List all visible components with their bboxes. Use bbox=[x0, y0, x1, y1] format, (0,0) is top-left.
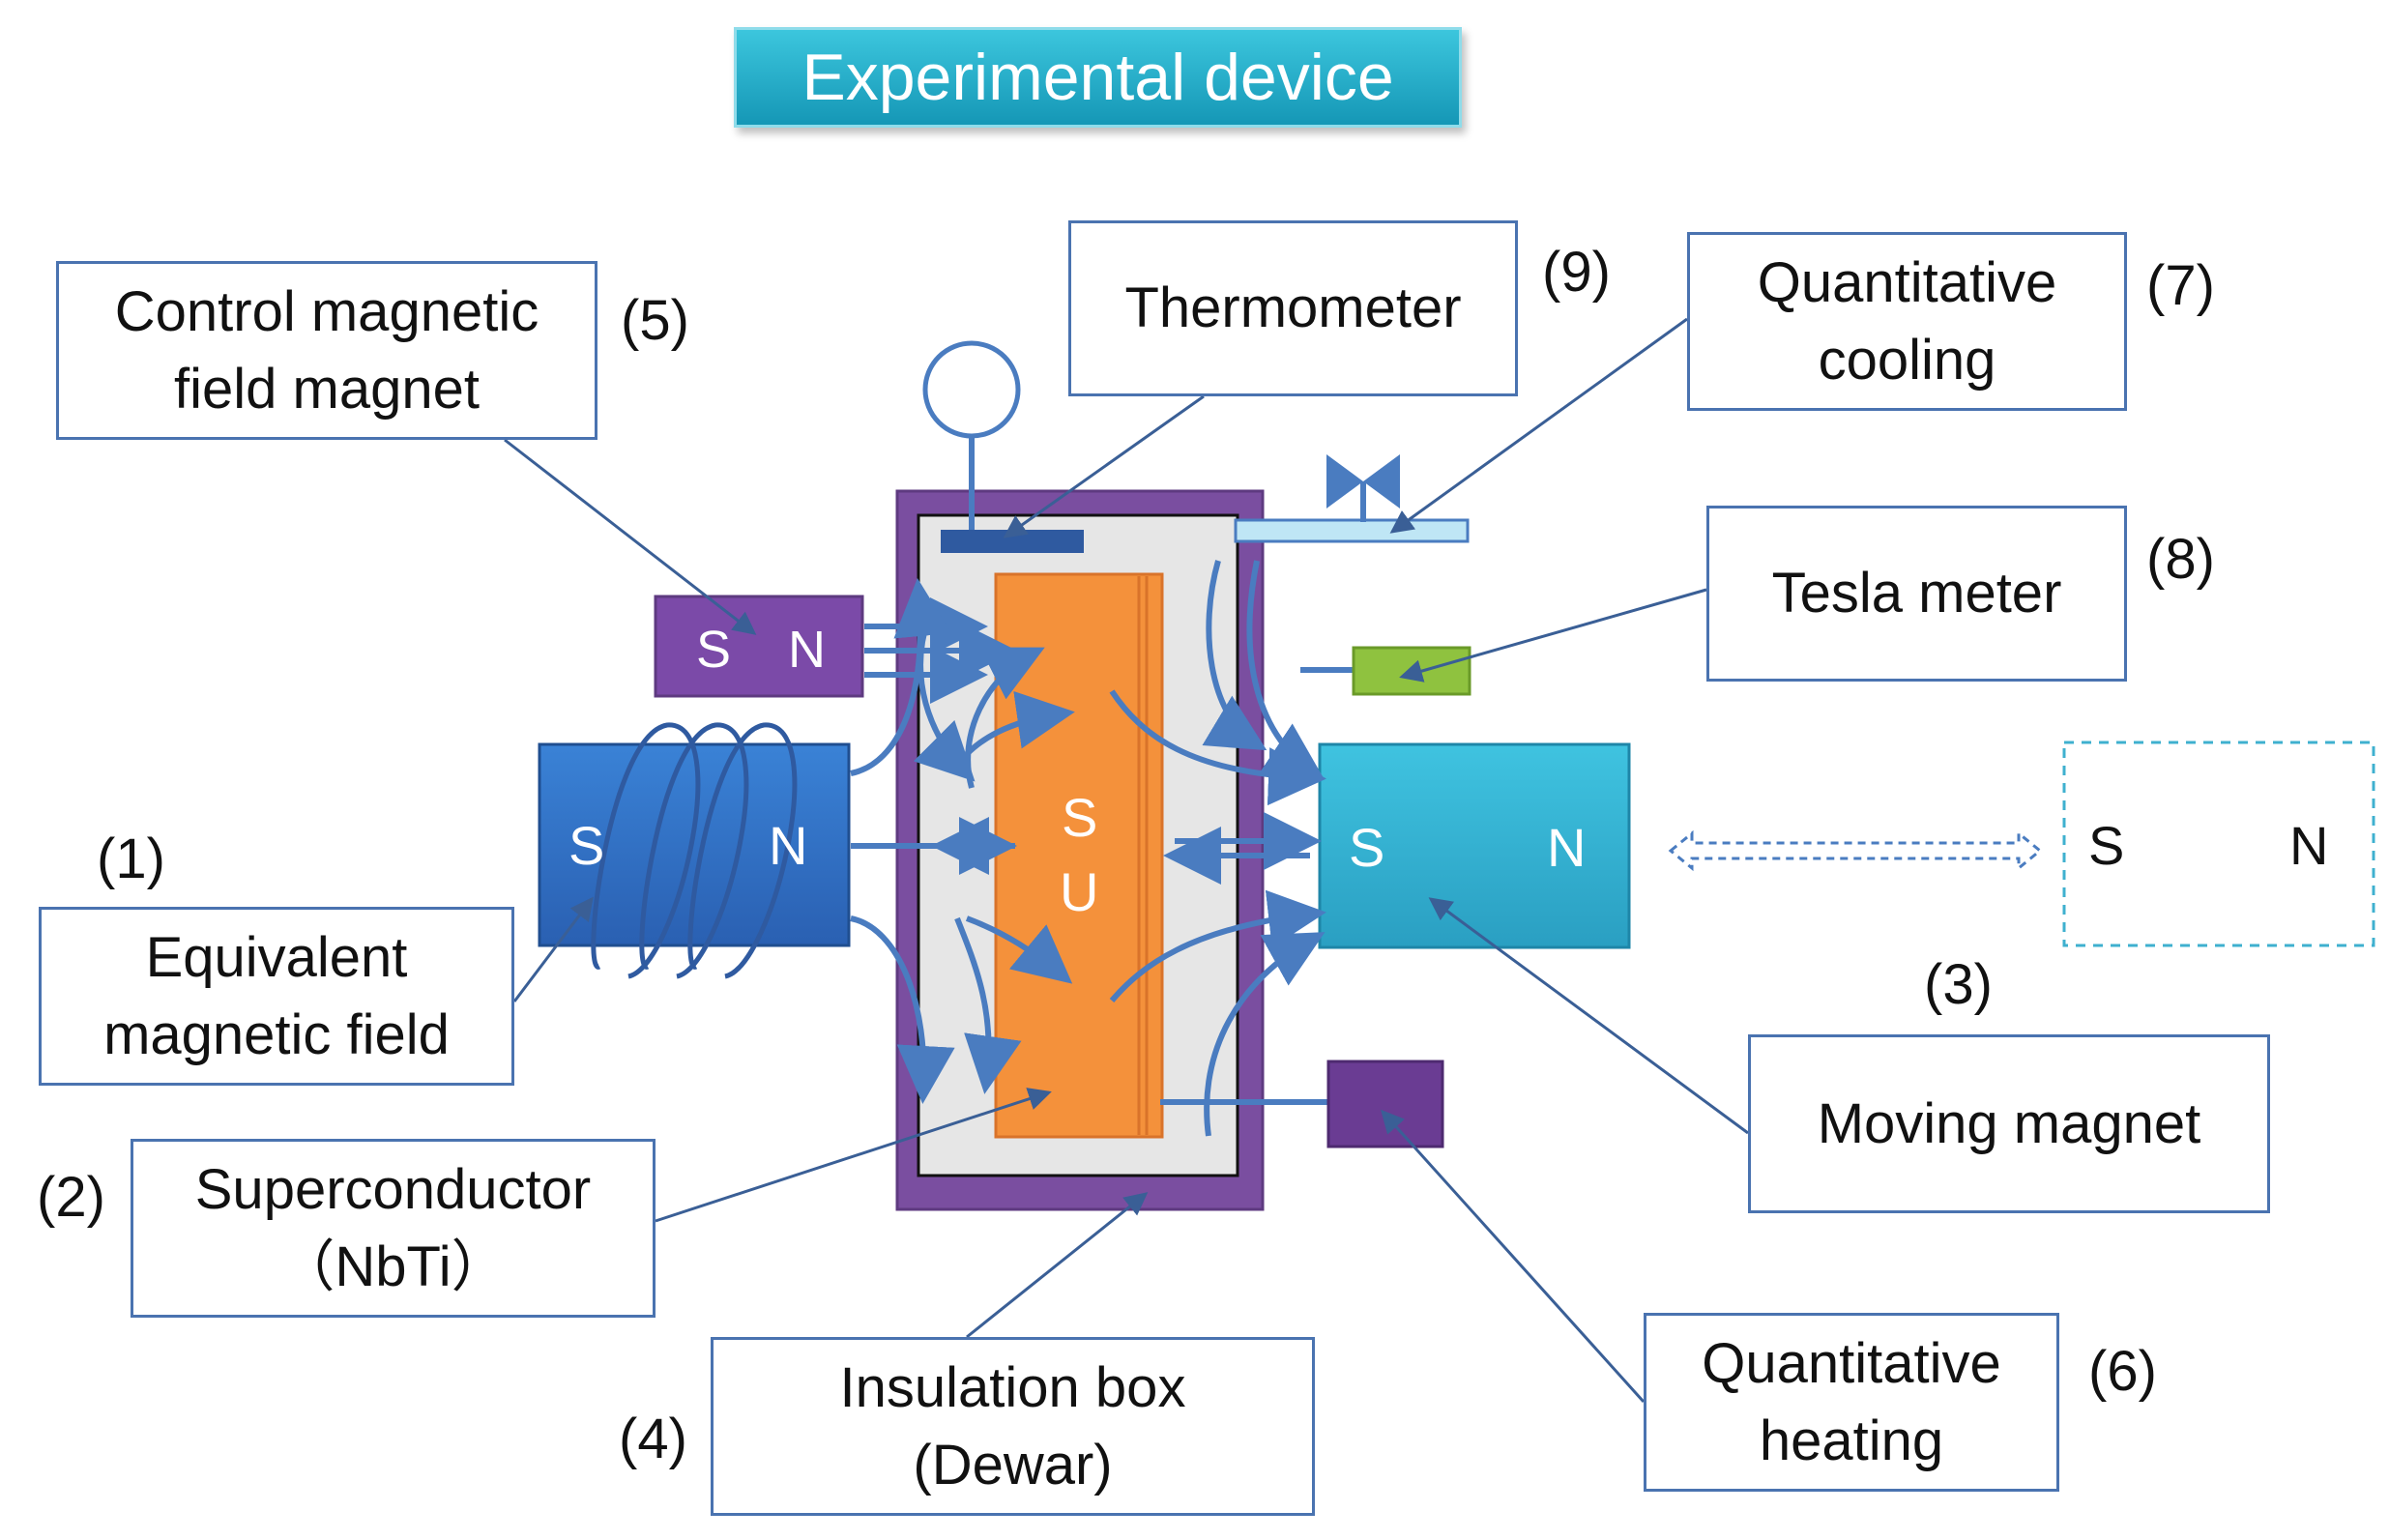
label-superconductor: Superconductor （NbTi） bbox=[131, 1139, 656, 1318]
field-lines bbox=[850, 560, 1326, 1137]
label-equivalent-field: Equivalent magnetic field bbox=[39, 907, 514, 1086]
number-6: (6) bbox=[2088, 1340, 2157, 1403]
label-cooling-line2: cooling bbox=[1818, 328, 1996, 392]
label-superconductor-line1: Superconductor bbox=[194, 1157, 592, 1221]
moving-magnet-s: S bbox=[1349, 817, 1384, 878]
left-magnet-s: S bbox=[568, 815, 604, 876]
number-3: (3) bbox=[1924, 953, 1993, 1016]
label-heating-line2: heating bbox=[1759, 1409, 1944, 1472]
number-9: (9) bbox=[1542, 241, 1611, 304]
label-superconductor-line2: （NbTi） bbox=[278, 1235, 508, 1298]
coil-icon bbox=[591, 722, 798, 979]
control-magnet-n: N bbox=[788, 621, 826, 679]
label-insulation-box: Insulation box (Dewar) bbox=[711, 1337, 1315, 1516]
moving-magnet bbox=[1318, 742, 1631, 949]
control-magnet bbox=[654, 595, 864, 698]
number-1: (1) bbox=[97, 828, 165, 890]
label-equivalent-line2: magnetic field bbox=[103, 1002, 450, 1066]
target-magnet-n: N bbox=[2289, 815, 2328, 876]
label-thermometer-text: Thermometer bbox=[1124, 276, 1462, 339]
heater-block bbox=[1326, 1060, 1444, 1148]
label-quantitative-heating: Quantitative heating bbox=[1644, 1313, 2059, 1492]
label-insulation-line2: (Dewar) bbox=[913, 1433, 1113, 1496]
leader-lines bbox=[504, 317, 1749, 1404]
number-4: (4) bbox=[619, 1408, 687, 1470]
thermometer-icon bbox=[922, 340, 1084, 553]
label-heating-line1: Quantitative bbox=[1702, 1331, 2001, 1395]
valve-icon bbox=[1326, 454, 1400, 522]
superconductor-u: U bbox=[1060, 861, 1098, 922]
label-tesla-meter: Tesla meter bbox=[1706, 506, 2127, 682]
label-moving-magnet-text: Moving magnet bbox=[1817, 1091, 2201, 1155]
label-control-magnet: Control magnetic field magnet bbox=[56, 261, 597, 440]
label-insulation-line1: Insulation box bbox=[839, 1355, 1186, 1419]
cooling-pipe bbox=[1234, 518, 1470, 543]
label-cooling-line1: Quantitative bbox=[1757, 250, 2057, 314]
label-thermometer: Thermometer bbox=[1068, 220, 1518, 396]
target-magnet-s: S bbox=[2088, 815, 2124, 876]
tesla-probe bbox=[1352, 646, 1471, 696]
left-magnet-n: N bbox=[769, 815, 807, 876]
label-control-magnet-line2: field magnet bbox=[174, 357, 480, 421]
control-magnet-s: S bbox=[696, 621, 731, 679]
label-moving-magnet: Moving magnet bbox=[1748, 1034, 2270, 1213]
moving-magnet-n: N bbox=[1547, 817, 1586, 878]
label-tesla-meter-text: Tesla meter bbox=[1771, 562, 2062, 625]
number-2: (2) bbox=[37, 1166, 105, 1229]
label-quantitative-cooling: Quantitative cooling bbox=[1687, 232, 2127, 411]
double-arrow-icon bbox=[1668, 829, 2043, 872]
number-5: (5) bbox=[621, 289, 689, 352]
number-7: (7) bbox=[2146, 254, 2215, 317]
number-8: (8) bbox=[2146, 528, 2215, 591]
diagram-title: Experimental device bbox=[734, 27, 1462, 128]
label-equivalent-line1: Equivalent bbox=[145, 925, 408, 989]
superconductor-s: S bbox=[1062, 787, 1097, 848]
label-control-magnet-line1: Control magnetic bbox=[114, 279, 539, 343]
moving-magnet-target bbox=[2062, 741, 2375, 947]
